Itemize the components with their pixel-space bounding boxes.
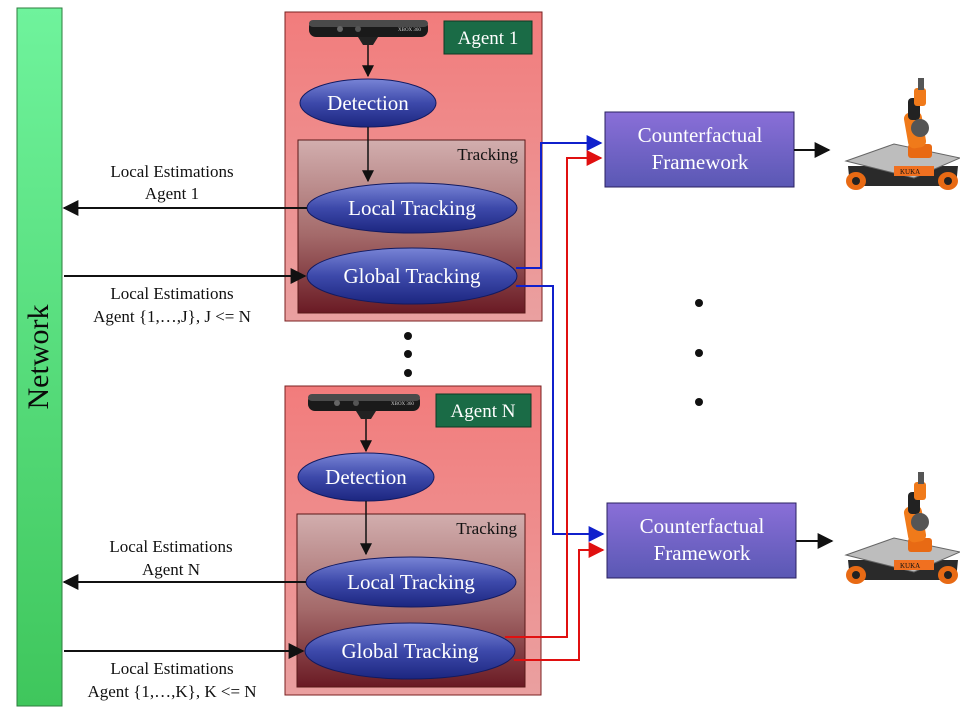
agent-n-detection-node: Detection (297, 452, 435, 502)
edge-label-agent1-in: Local Estimations Agent {1,…,J}, J <= N (93, 284, 251, 326)
sensor-logo: XBOX 360 (391, 402, 414, 407)
edge-label-agent1-out: Local Estimations Agent 1 (110, 162, 233, 203)
edge-label-line: Local Estimations (109, 537, 232, 556)
edge-label-agentN-out: Local Estimations Agent N (109, 537, 232, 579)
robot-logo: KUKA (900, 168, 920, 176)
agent-n-global-tracking-node: Global Tracking (304, 622, 516, 680)
framework-2-line1: Counterfactual (640, 514, 765, 538)
edge-label-line: Local Estimations (110, 284, 233, 303)
agent-1-local-tracking-label: Local Tracking (348, 196, 476, 220)
sensor-logo: XBOX 360 (398, 28, 421, 33)
agent-n-title: Agent N (451, 401, 516, 422)
edge-label-line: Local Estimations (110, 162, 233, 181)
agent-1-global-tracking-node: Global Tracking (306, 247, 518, 305)
network-label: Network (22, 305, 55, 410)
agent-1-tracking-label: Tracking (457, 145, 518, 164)
counterfactual-framework-1: Counterfactual Framework (604, 111, 795, 188)
kuka-robot-icon: KUKA (844, 78, 960, 190)
framework-1-line1: Counterfactual (638, 123, 763, 147)
kinect-sensor-icon: XBOX 360 (309, 20, 428, 45)
framework-2-line2: Framework (654, 541, 751, 565)
agent-n-local-tracking-node: Local Tracking (305, 556, 517, 608)
agent-n-global-tracking-label: Global Tracking (341, 639, 479, 663)
edge-label-line: Agent {1,…,K}, K <= N (87, 682, 256, 701)
edge-label-line: Agent {1,…,J}, J <= N (93, 307, 251, 326)
agent-n-tracking-label: Tracking (456, 519, 517, 538)
agent-1-box: Agent 1 XBOX 360 Detection Tracking Loca… (284, 11, 543, 322)
edge-label-agentN-in: Local Estimations Agent {1,…,K}, K <= N (87, 659, 256, 701)
framework-1-line2: Framework (652, 150, 749, 174)
counterfactual-framework-2: Counterfactual Framework (606, 502, 797, 579)
agents-ellipsis (404, 332, 412, 377)
agent-1-title: Agent 1 (458, 28, 519, 49)
agent-1-global-tracking-label: Global Tracking (343, 264, 481, 288)
agent-1-title-badge: Agent 1 (443, 20, 533, 55)
robot-logo: KUKA (900, 562, 920, 570)
network-bar: Network (16, 7, 63, 707)
agent-n-detection-label: Detection (325, 465, 407, 489)
edge-label-line: Local Estimations (110, 659, 233, 678)
agent-1-local-tracking-node: Local Tracking (306, 182, 518, 234)
frameworks-ellipsis (695, 299, 703, 406)
red-connector-agentN (505, 150, 605, 661)
kuka-robot-icon: KUKA (844, 472, 960, 584)
kinect-sensor-icon: XBOX 360 (308, 394, 420, 419)
agent-n-box: Agent N XBOX 360 Detection Tracking Loca… (284, 385, 542, 696)
agent-n-title-badge: Agent N (435, 393, 532, 428)
edge-label-line: Agent N (142, 560, 200, 579)
agent-1-detection-node: Detection (299, 78, 437, 128)
agent-n-local-tracking-label: Local Tracking (347, 570, 475, 594)
agent-1-detection-label: Detection (327, 91, 409, 115)
blue-connector-agent1 (516, 135, 605, 542)
edge-label-line: Agent 1 (145, 184, 199, 203)
